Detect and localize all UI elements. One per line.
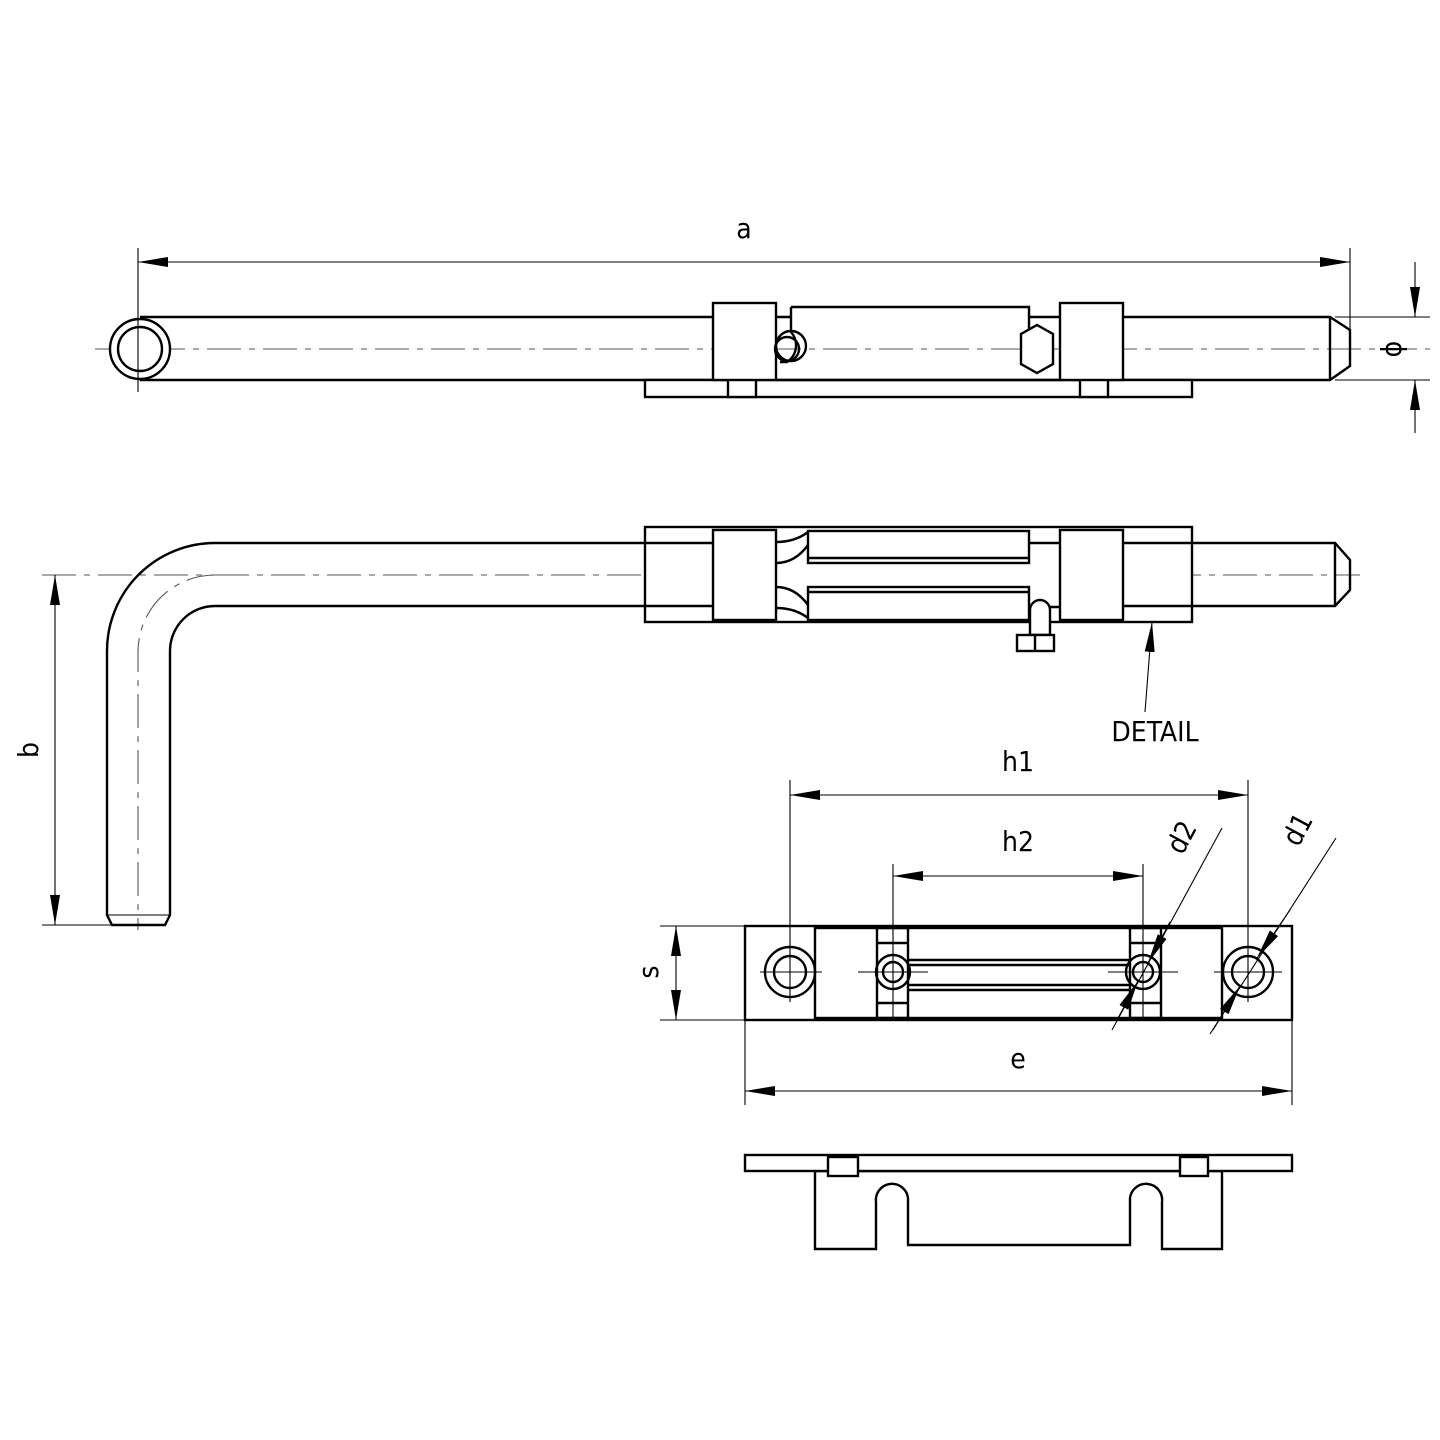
plate-tab (826, 1155, 860, 1178)
detail-leader-arrow (1144, 621, 1155, 713)
mounting-hole-outer (1221, 945, 1275, 999)
detail-label: DETAIL (1111, 715, 1198, 748)
bolt-tip (1192, 541, 1352, 608)
dimension-label-h2: h2 (1002, 825, 1034, 858)
screw-hole (881, 960, 905, 984)
handle-knob-icon (774, 329, 808, 363)
dimension-d2-arrow (1147, 921, 1171, 964)
dimension-label-a: a (736, 212, 751, 245)
guide-block-left (711, 528, 778, 622)
base-plate (743, 1153, 1294, 1173)
hex-nut-icon (1019, 323, 1055, 375)
dimension-label-e: e (1010, 1042, 1026, 1075)
centerline (42, 574, 1360, 930)
slide-bar (780, 305, 1031, 364)
screw-hole-outer (874, 953, 912, 991)
handle-knob-inner (773, 335, 801, 363)
screw-hole-outer (1124, 953, 1162, 991)
rod-edge (645, 541, 1192, 608)
dimension-label-s: s (632, 965, 665, 978)
front-view: b DETAIL (12, 525, 1360, 930)
guide-block-right (1058, 301, 1125, 382)
bolt-rod (140, 315, 1352, 382)
dimension-label-d2: d2 (1160, 815, 1204, 859)
rod-eye-inner (116, 325, 164, 373)
dimension-d1-arrow (1212, 985, 1241, 1031)
spring-curve (775, 531, 809, 619)
screw-hole (1131, 960, 1155, 984)
dimension-label-h1: h1 (1002, 745, 1034, 778)
detail-plan-view: h1 h2 d2 d1 s e (632, 745, 1337, 1105)
plate-tab (1178, 1155, 1210, 1178)
mounting-hole-outer (763, 945, 817, 999)
bolt-stem (1028, 598, 1052, 637)
base-plate (743, 924, 1294, 1022)
top-view: a ϕ (95, 212, 1430, 433)
mounting-hole (1230, 954, 1266, 990)
dimension-label-b: b (12, 742, 45, 758)
guide-block-left (711, 301, 778, 382)
dimension-label-d1: d1 (1276, 807, 1320, 851)
dimension-label-phi: ϕ (1375, 341, 1408, 358)
bent-handle-rod (105, 541, 645, 927)
guide-block-right (1058, 528, 1125, 622)
dimension-d1-arrow (1256, 909, 1291, 959)
detail-side-view (743, 1153, 1294, 1251)
dimension-d2-arrow (1116, 980, 1139, 1021)
housing-profile (813, 1169, 1224, 1251)
slide-bar (908, 958, 1130, 992)
mounting-hole (772, 954, 808, 990)
housing-edge (776, 315, 1060, 382)
